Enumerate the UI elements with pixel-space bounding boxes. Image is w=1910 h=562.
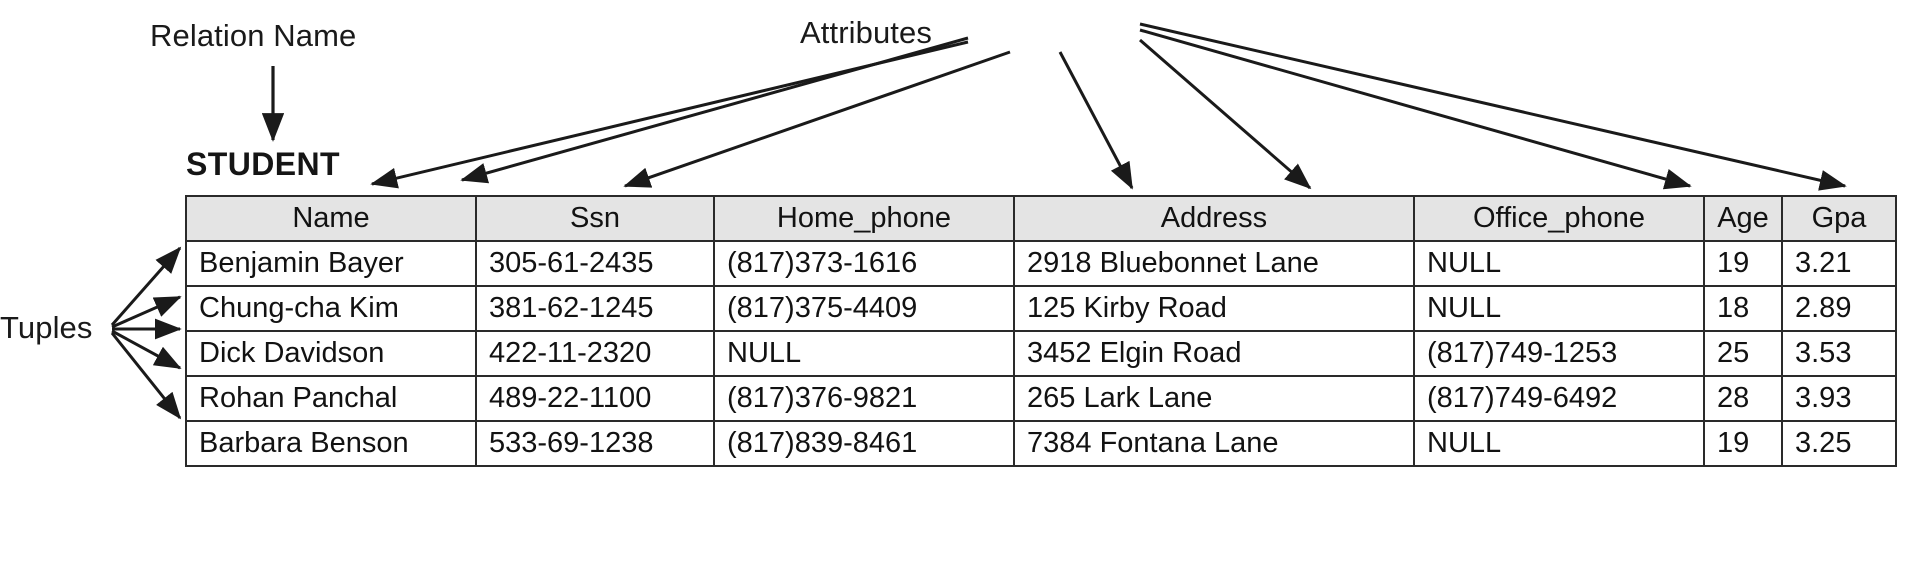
arrow-attributes-to-office-phone — [1139, 38, 1312, 190]
cell-office-phone: NULL — [1413, 420, 1705, 467]
arrow-tuples-to-row-2 — [111, 295, 182, 329]
table-row: Benjamin Bayer 305-61-2435 (817)373-1616… — [185, 240, 1897, 287]
cell-gpa: 2.89 — [1781, 285, 1897, 332]
cell-office-phone: NULL — [1413, 240, 1705, 287]
table-row: Barbara Benson 533-69-1238 (817)839-8461… — [185, 420, 1897, 467]
cell-ssn: 533-69-1238 — [475, 420, 715, 467]
cell-ssn: 381-62-1245 — [475, 285, 715, 332]
cell-address: 125 Kirby Road — [1013, 285, 1415, 332]
arrow-tuples-to-row-1 — [110, 246, 182, 326]
table-row: Chung-cha Kim 381-62-1245 (817)375-4409 … — [185, 285, 1897, 332]
column-header-home-phone: Home_phone — [713, 195, 1015, 242]
cell-office-phone: NULL — [1413, 285, 1705, 332]
cell-name: Benjamin Bayer — [185, 240, 477, 287]
cell-ssn: 305-61-2435 — [475, 240, 715, 287]
cell-name: Barbara Benson — [185, 420, 477, 467]
relation-name-annotation: Relation Name — [150, 18, 357, 53]
cell-name: Chung-cha Kim — [185, 285, 477, 332]
cell-home-phone: NULL — [713, 330, 1015, 377]
column-header-name: Name — [185, 195, 477, 242]
column-header-age: Age — [1703, 195, 1783, 242]
arrow-tuples-to-row-5 — [110, 332, 182, 420]
cell-address: 7384 Fontana Lane — [1013, 420, 1415, 467]
cell-address: 265 Lark Lane — [1013, 375, 1415, 422]
tuples-annotation: Tuples — [0, 310, 93, 345]
table-row: Rohan Panchal 489-22-1100 (817)376-9821 … — [185, 375, 1897, 422]
cell-home-phone: (817)376-9821 — [713, 375, 1015, 422]
arrow-tuples-to-row-4 — [111, 329, 182, 370]
table-row: Dick Davidson 422-11-2320 NULL 3452 Elgi… — [185, 330, 1897, 377]
cell-name: Rohan Panchal — [185, 375, 477, 422]
cell-age: 19 — [1703, 240, 1783, 287]
arrow-attributes-to-gpa — [1139, 22, 1847, 191]
cell-gpa: 3.25 — [1781, 420, 1897, 467]
column-header-address: Address — [1013, 195, 1415, 242]
arrow-attributes-to-ssn — [460, 36, 969, 184]
cell-gpa: 3.21 — [1781, 240, 1897, 287]
table-header-row: Name Ssn Home_phone Address Office_phone… — [185, 195, 1897, 242]
arrow-attributes-to-address — [1058, 51, 1134, 190]
cell-address: 2918 Bluebonnet Lane — [1013, 240, 1415, 287]
cell-gpa: 3.53 — [1781, 330, 1897, 377]
cell-gpa: 3.93 — [1781, 375, 1897, 422]
cell-office-phone: (817)749-6492 — [1413, 375, 1705, 422]
cell-ssn: 422-11-2320 — [475, 330, 715, 377]
arrow-attributes-to-home-phone — [623, 50, 1011, 188]
cell-ssn: 489-22-1100 — [475, 375, 715, 422]
cell-address: 3452 Elgin Road — [1013, 330, 1415, 377]
student-relation-table: Name Ssn Home_phone Address Office_phone… — [185, 195, 1897, 467]
arrow-attributes-to-name — [370, 40, 969, 189]
column-header-office-phone: Office_phone — [1413, 195, 1705, 242]
cell-home-phone: (817)839-8461 — [713, 420, 1015, 467]
cell-age: 18 — [1703, 285, 1783, 332]
cell-age: 28 — [1703, 375, 1783, 422]
cell-home-phone: (817)375-4409 — [713, 285, 1015, 332]
relation-title: STUDENT — [186, 146, 340, 182]
cell-age: 19 — [1703, 420, 1783, 467]
cell-age: 25 — [1703, 330, 1783, 377]
cell-name: Dick Davidson — [185, 330, 477, 377]
cell-office-phone: (817)749-1253 — [1413, 330, 1705, 377]
column-header-ssn: Ssn — [475, 195, 715, 242]
relation-table: Name Ssn Home_phone Address Office_phone… — [185, 195, 1897, 467]
cell-home-phone: (817)373-1616 — [713, 240, 1015, 287]
attributes-annotation: Attributes — [800, 15, 932, 50]
arrow-attributes-to-age — [1139, 28, 1692, 190]
column-header-gpa: Gpa — [1781, 195, 1897, 242]
